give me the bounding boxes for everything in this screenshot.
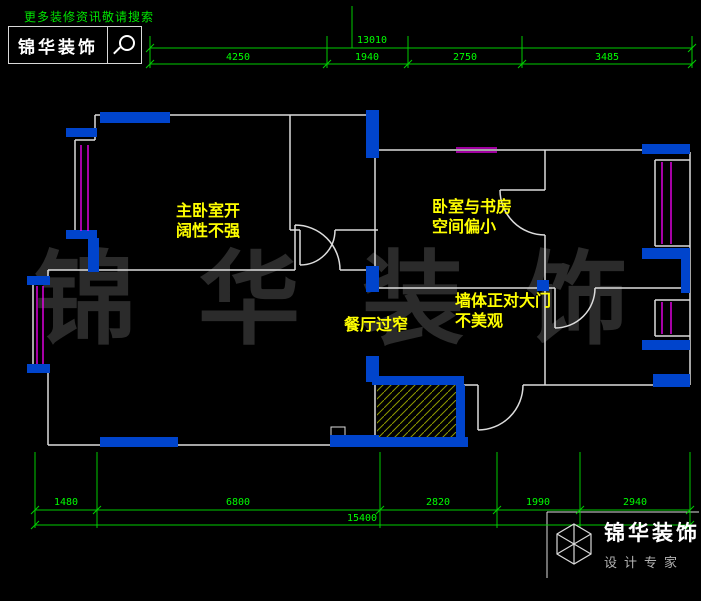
hatched-area — [377, 385, 459, 441]
dim-bottom-1: 1480 — [54, 497, 78, 508]
wall-fill-blocks — [27, 110, 690, 447]
annotation-line: 墙体正对大门 — [455, 293, 552, 310]
footer-brand-text: 锦华装饰 — [604, 520, 700, 545]
annotation-line: 不美观 — [455, 313, 504, 330]
annotation-line: 空间偏小 — [432, 219, 497, 236]
dim-top-4: 3485 — [595, 52, 619, 63]
dim-top-total: 13010 — [357, 35, 387, 46]
dim-top-2: 1940 — [355, 52, 379, 63]
dimension-labels: 13010 4250 1940 2750 3485 1480 6800 2820… — [54, 35, 647, 524]
dim-bottom-3: 2820 — [426, 497, 450, 508]
annotation-line: 主卧室开 — [176, 203, 241, 220]
dimension-lines — [30, 6, 697, 530]
cube-logo-icon — [556, 523, 592, 565]
watermark-text: 锦华装饰 — [34, 240, 690, 360]
brand-box: 锦华装饰 — [8, 26, 142, 64]
window-lines — [36, 145, 672, 364]
annotation-line: 卧室与书房 — [432, 199, 513, 216]
annotation-dining: 餐厅过窄 — [344, 316, 408, 336]
dim-top-1: 4250 — [226, 52, 250, 63]
annotation-line: 阔性不强 — [176, 223, 241, 240]
dim-bottom-5: 2940 — [623, 497, 647, 508]
dim-top-3: 2750 — [453, 52, 477, 63]
annotation-wall-door: 墙体正对大门 不美观 — [455, 292, 551, 332]
annotation-master-bedroom: 主卧室开 阔性不强 — [176, 202, 240, 242]
dim-bottom-2: 6800 — [226, 497, 250, 508]
floorplan-walls — [32, 114, 699, 578]
search-button — [108, 27, 141, 63]
annotation-bedroom-study: 卧室与书房 空间偏小 — [432, 198, 512, 238]
footer-logo: 锦华装饰 设计专家 — [554, 517, 700, 571]
dim-bottom-total: 15400 — [347, 513, 377, 524]
annotation-line: 餐厅过窄 — [344, 317, 409, 334]
dim-bottom-4: 1990 — [526, 497, 550, 508]
magnifier-icon — [118, 35, 135, 51]
search-hint-text: 更多装修资讯敬请搜索 — [24, 10, 155, 24]
footer-tagline-text: 设计专家 — [604, 555, 685, 570]
brand-logo-text: 锦华装饰 — [9, 27, 108, 63]
